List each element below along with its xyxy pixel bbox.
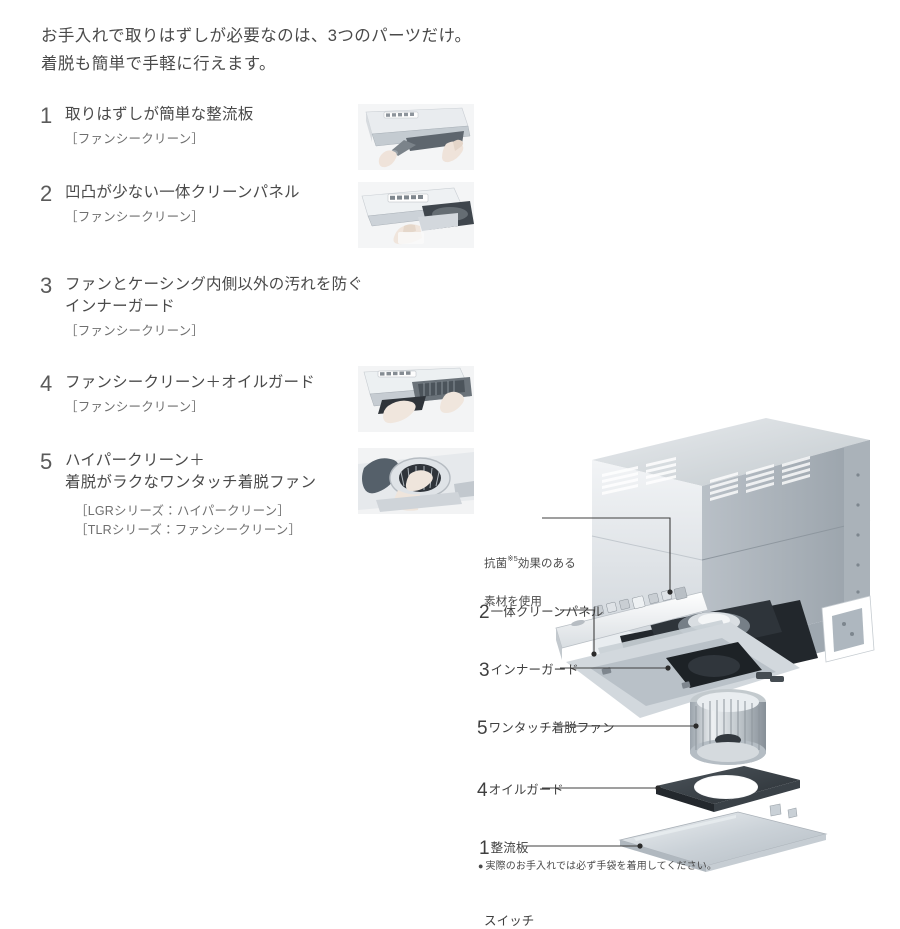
list-item-number: 5 [40,449,53,474]
thumbnail-rectifier-plate [358,104,474,170]
footnote-text: 実際のお手入れでは必ず手袋を着用してください。 [485,861,717,872]
list-item-series: ［ファンシークリーン］ [65,324,205,338]
callout-clean-panel: 2一体クリーンパネル [479,601,603,624]
callout-label: 一体クリーンパネル [490,605,604,619]
list-item-3: 3 ファンとケーシング内側以外の汚れを防ぐ インナーガード ［ファンシークリーン… [40,274,363,341]
callout-label: 整流板 [490,841,529,855]
list-item-series: ［ファンシークリーン］ [65,132,205,146]
list-item-title: 凹凸が少ない一体クリーンパネル [65,184,300,201]
thumbnail-one-touch-fan [358,448,474,514]
callout-note-line2: 素材を使用 [484,596,542,608]
thumbnail-image-4 [358,366,474,432]
list-item-number: 4 [40,371,53,396]
list-item-title: ファンシークリーン＋オイルガード [65,374,315,391]
list-item-number: 2 [40,181,53,206]
callout-oil-guard: 4オイルガード [477,779,564,802]
thumbnail-image-1 [358,104,474,170]
product-care-diagram-page: お手入れで取りはずしが必要なのは、3つのパーツだけ。 着脱も簡単で手軽に行えます… [40,27,900,928]
callout-inner-guard: 3インナーガード [479,659,579,682]
list-item-1: 1 取りはずしが簡単な整流板 ［ファンシークリーン］ [40,104,253,149]
callout-switch-note: 抗菌※5効果のある 素材を使用 [484,530,576,612]
part-oil-guard [656,766,800,812]
callout-label: ワンタッチ着脱ファン [488,721,615,735]
callout-note-superscript: ※5 [507,554,518,563]
list-item-series: ［ファンシークリーン］ [65,400,205,414]
list-item-title: ファンとケーシング内側以外の汚れを防ぐ インナーガード [65,276,363,315]
range-hood-illustration: スイッチ 抗菌※5効果のある 素材を使用 2一体クリーンパネル 3インナーガード… [470,400,900,928]
page-title: お手入れで取りはずしが必要なのは、3つのパーツだけ。 着脱も簡単で手軽に行えます… [41,27,472,73]
list-item-title: 取りはずしが簡単な整流板 [65,106,254,123]
callout-note-part2: 効果のある [517,558,576,570]
list-item-series: ［LGRシリーズ：ハイパークリーン］ ［TLRシリーズ：ファンシークリーン］ [75,504,302,537]
list-item-5: 5 ハイパークリーン＋ 着脱がラクなワンタッチ着脱ファン ［LGRシリーズ：ハイ… [40,450,316,540]
thumbnail-image-5 [358,448,474,514]
list-item-4: 4 ファンシークリーン＋オイルガード ［ファンシークリーン］ [40,372,315,417]
callout-note-part1: 抗菌 [484,558,508,570]
callout-label: スイッチ [484,914,535,928]
callout-number: 1 [479,838,490,859]
list-item-number: 1 [40,103,53,128]
thumbnail-image-2 [358,182,474,248]
part-one-touch-fan [690,689,766,765]
callout-rectifier-plate: 1整流板 [479,837,528,860]
callout-one-touch-fan: 5ワンタッチ着脱ファン [477,717,615,740]
thumbnail-clean-panel [358,182,474,248]
footnote: ●実際のお手入れでは必ず手袋を着用してください。 [478,857,717,872]
callout-number: 4 [477,780,488,801]
range-hood-svg [526,418,875,872]
thumbnail-oil-guard [358,366,474,432]
list-item-title: ハイパークリーン＋ 着脱がラクなワンタッチ着脱ファン [65,452,317,491]
callout-number: 3 [479,660,490,681]
footnote-bullet: ● [478,861,484,871]
list-item-number: 3 [40,273,53,298]
list-item-series: ［ファンシークリーン］ [65,210,205,224]
callout-label: オイルガード [488,783,564,797]
callout-switch: スイッチ [484,910,534,929]
list-item-2: 2 凹凸が少ない一体クリーンパネル ［ファンシークリーン］ [40,182,300,227]
callout-number: 5 [477,718,488,739]
callout-number: 2 [479,602,490,623]
callout-label: インナーガード [490,663,579,677]
